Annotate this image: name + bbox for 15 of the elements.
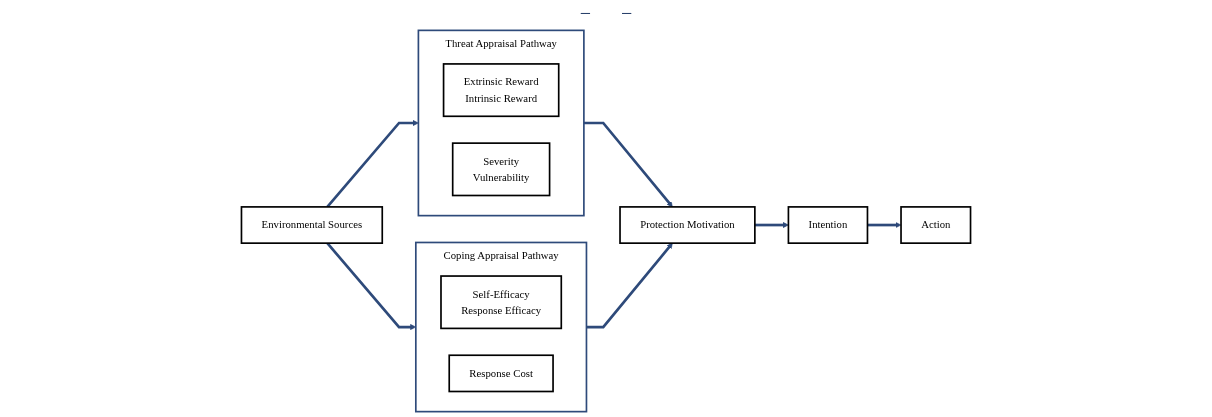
node-box: Environmental Sources [240, 206, 384, 244]
node-box: Severity Vulnerability [451, 142, 551, 197]
arrow [586, 242, 673, 329]
node-box: Protection Motivation [619, 206, 756, 244]
arrow [326, 120, 419, 208]
node-box: Action [900, 206, 972, 244]
arrow [754, 222, 789, 228]
node-box: Response Cost [448, 354, 554, 393]
node-box: Self-Efficacy Response Efficacy [440, 275, 563, 330]
arrow [867, 222, 902, 228]
minus-sign: − [579, 2, 591, 25]
node-box: Extrinsic Reward Intrinsic Reward [442, 63, 560, 118]
arrow [583, 121, 673, 208]
minus-sign: − [621, 2, 633, 25]
node-box: Intention [787, 206, 869, 244]
